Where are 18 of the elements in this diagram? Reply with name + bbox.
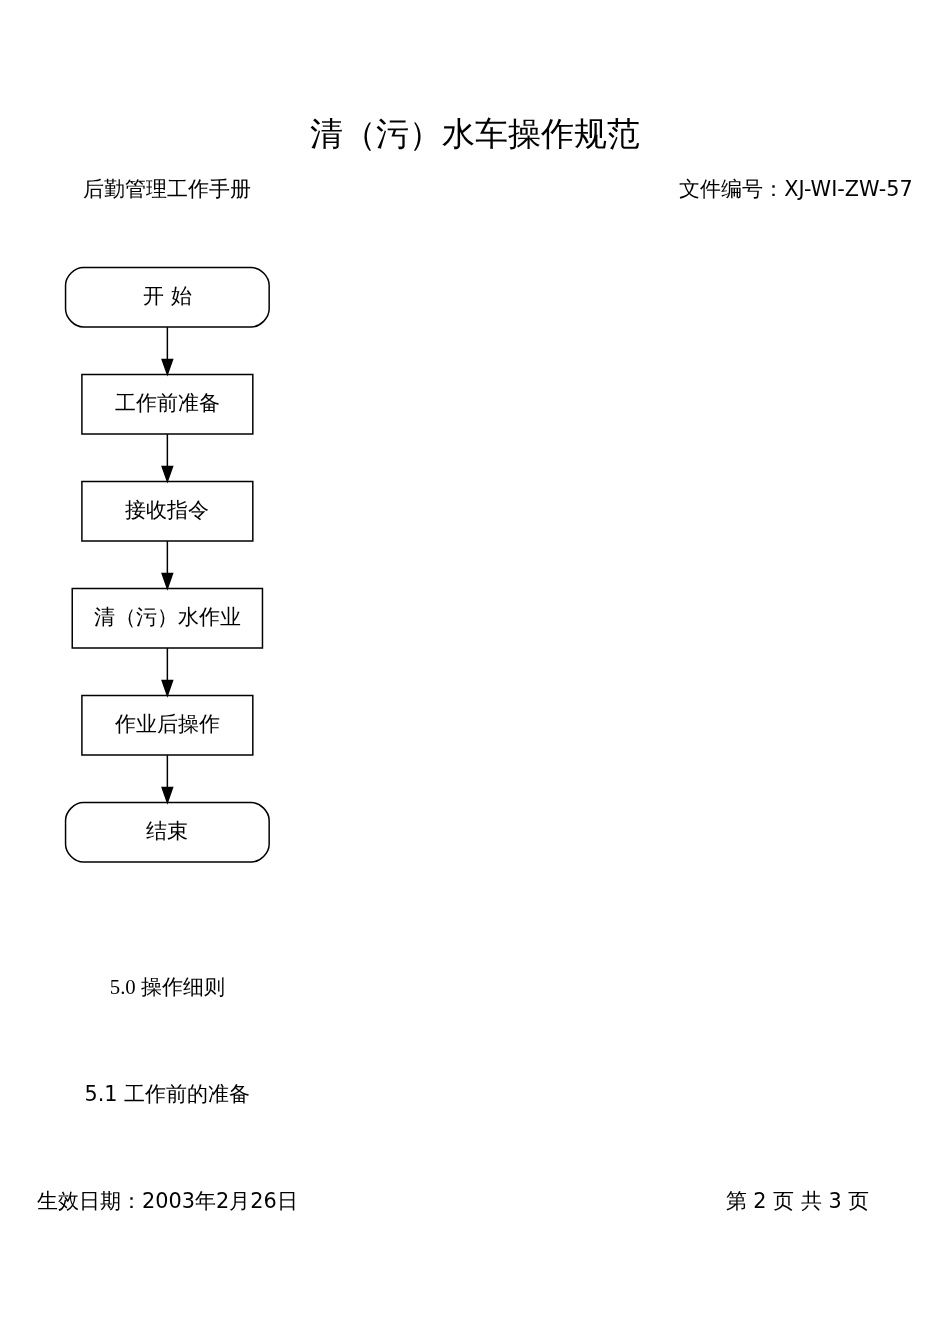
- node-box: 开 始: [64, 266, 270, 328]
- node-box: 接收指令: [81, 480, 254, 542]
- node-box: 清（污）水作业: [71, 587, 264, 649]
- label: 5.0 操作细则: [109, 974, 225, 998]
- label: 5.1 工作前的准备: [84, 1081, 251, 1106]
- arrow: [161, 432, 174, 484]
- arrow: [161, 539, 174, 591]
- diagram-title: 清（污）水车操作规范: [310, 114, 640, 153]
- label: 第 2 页 共 3 页: [725, 1188, 870, 1213]
- arrow: [161, 753, 174, 805]
- label: 生效日期：2003年2月26日: [37, 1188, 298, 1213]
- arrow: [161, 646, 174, 698]
- arrow: [161, 325, 174, 377]
- node-box: 工作前准备: [81, 373, 254, 435]
- node-box: 结束: [64, 801, 270, 863]
- label: 文件编号：XJ-WI-ZW-57: [679, 176, 913, 201]
- node-box: 作业后操作: [81, 694, 254, 756]
- label: 后勤管理工作手册: [83, 176, 252, 201]
